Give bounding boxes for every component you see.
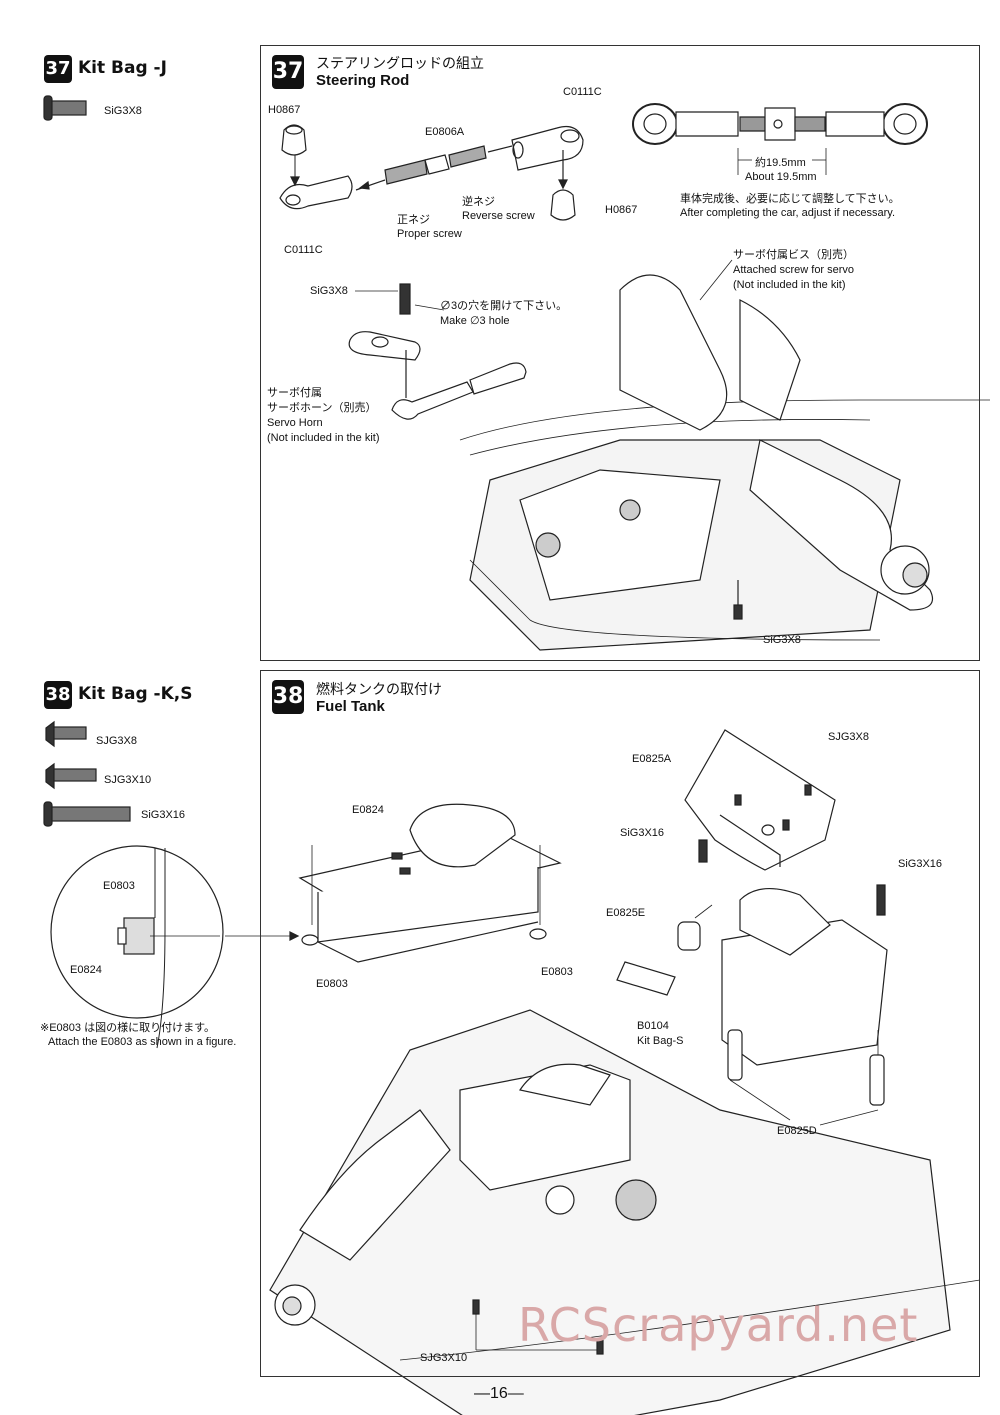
label-e0803-b: E0803 (541, 966, 573, 978)
step37-bag-title: Kit Bag -J (78, 58, 167, 78)
label-e0825a: E0825A (632, 753, 672, 765)
step37-badge: 37 (44, 55, 72, 83)
label-h0867-b: H0867 (605, 204, 638, 216)
label-sjg3x8: SJG3X8 (828, 731, 869, 743)
label-e0806a: E0806A (425, 126, 465, 138)
label-sig3x8-b: SiG3X8 (763, 634, 801, 646)
label-adjust-jp: 車体完成後、必要に応じて調整して下さい。 (680, 193, 900, 205)
label-length-en: About 19.5mm (745, 171, 817, 183)
label-horn-jp1: サーボ付属 (267, 387, 322, 399)
steering-rod-exploded-drawing (279, 124, 584, 221)
step37-title-badge: 37 (272, 55, 304, 89)
label-reverse-en: Reverse screw (462, 210, 535, 222)
step38-bag-part-2: SJG3X10 (104, 774, 152, 786)
sjg3x10-screw-icon (45, 762, 97, 790)
assembled-steering-rod-drawing (632, 103, 928, 175)
page-number: —16— (474, 1385, 524, 1402)
step38-title-badge: 38 (272, 680, 304, 714)
label-e0803-detail: E0803 (103, 880, 135, 892)
label-horn-en1: Servo Horn (267, 417, 323, 429)
label-hole-en: Make ∅3 hole (440, 315, 510, 327)
step37-title-en: Steering Rod (316, 72, 410, 89)
note-jp: ※E0803 は図の様に取り付けます。 (40, 1022, 215, 1034)
label-e0825d: E0825D (777, 1125, 817, 1137)
label-b0104: B0104 (637, 1020, 669, 1032)
step38-title-en: Fuel Tank (316, 698, 385, 715)
step37-bag-part: SiG3X8 (104, 105, 142, 117)
label-e0824-detail: E0824 (70, 964, 102, 976)
label-proper-en: Proper screw (397, 228, 462, 240)
step37-title-jp: ステアリングロッドの組立 (316, 55, 484, 71)
step37-frame (260, 45, 980, 661)
label-reverse-jp: 逆ネジ (462, 196, 495, 208)
step38-bag-part-3: SiG3X16 (141, 809, 186, 821)
label-horn-en2: (Not included in the kit) (267, 432, 380, 444)
label-servo-screw-jp: サーボ付属ビス（別売） (733, 249, 854, 261)
tank-cover-drawing (684, 729, 886, 916)
sig3x8-screw-icon (43, 95, 87, 121)
label-proper-jp: 正ネジ (397, 214, 430, 226)
step38-title-jp: 燃料タンクの取付け (316, 681, 442, 697)
label-c0111c-a: C0111C (563, 86, 602, 98)
label-horn-jp2: サーボホーン（別売） (267, 402, 377, 414)
label-kit-bag-s: Kit Bag-S (637, 1035, 684, 1047)
note-en: Attach the E0803 as shown in a figure. (48, 1036, 237, 1048)
label-e0825e: E0825E (606, 907, 646, 919)
servo-horn-drawing (348, 283, 527, 420)
step38-badge: 38 (44, 681, 72, 709)
label-e0803-a: E0803 (316, 978, 348, 990)
label-servo-screw-en2: (Not included in the kit) (733, 279, 846, 291)
label-e0824: E0824 (352, 804, 384, 816)
sjg3x8-screw-icon (45, 720, 87, 748)
label-adjust-en: After completing the car, adjust if nece… (680, 207, 896, 219)
label-sig3x16-b: SiG3X16 (898, 858, 943, 870)
label-sig3x16-a: SiG3X16 (620, 827, 665, 839)
watermark: RCScrapyard.net (518, 1298, 919, 1352)
step38-frame (260, 670, 980, 1377)
fuel-tank-right-drawing (616, 887, 888, 1106)
label-sjg3x10: SJG3X10 (420, 1352, 468, 1364)
label-servo-screw-en1: Attached screw for servo (733, 264, 855, 276)
rear-chassis-drawing (269, 1009, 981, 1415)
step38-bag-title: Kit Bag -K,S (78, 684, 193, 704)
sig3x16-screw-icon (43, 801, 131, 827)
label-sig3x8-a: SiG3X8 (310, 285, 348, 297)
label-c0111c-b: C0111C (284, 244, 323, 256)
fuel-tank-exploded-drawing (298, 803, 562, 963)
step38-bag-part-1: SJG3X8 (96, 735, 137, 747)
label-hole-jp: ∅3の穴を開けて下さい。 (440, 300, 568, 312)
front-chassis-drawing (459, 259, 990, 651)
label-length-jp: 約19.5mm (755, 157, 806, 169)
label-h0867-a: H0867 (268, 104, 301, 116)
